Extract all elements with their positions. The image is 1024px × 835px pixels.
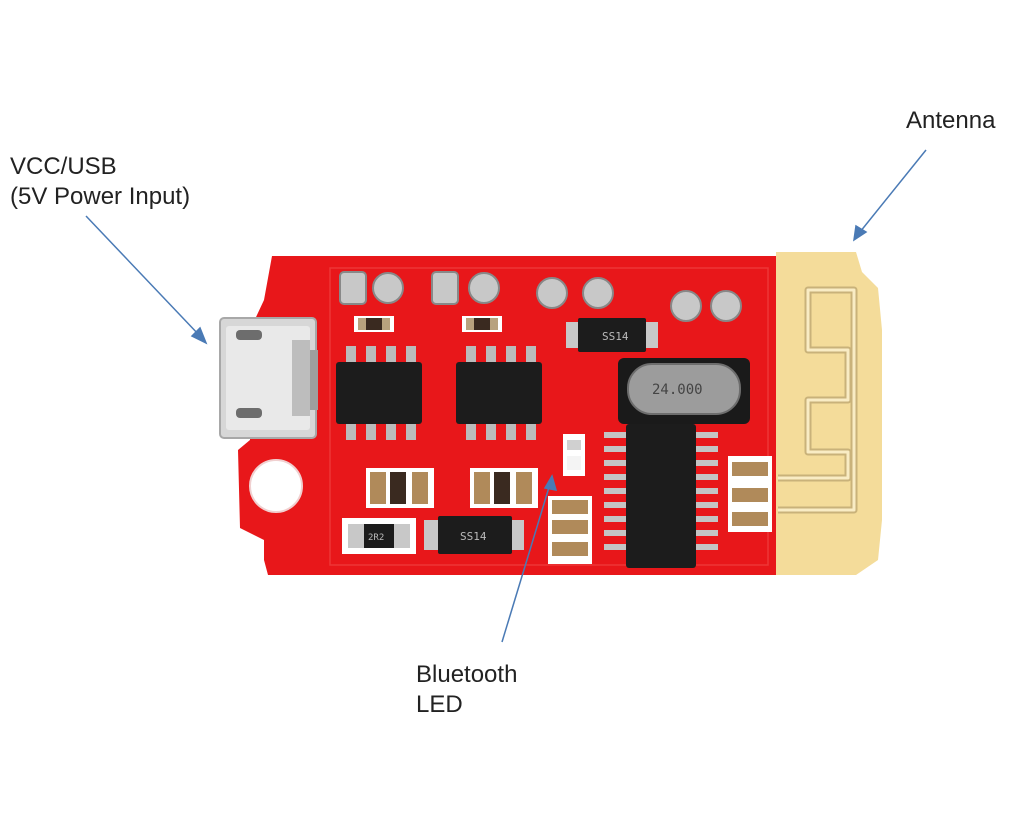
diode-bottom: SS14 — [424, 516, 524, 554]
bluetooth-led-label: Bluetooth LED — [416, 660, 517, 720]
resistor — [354, 316, 502, 332]
passive-components — [366, 456, 772, 564]
solder-pads — [339, 271, 742, 322]
amplifier-chip-1 — [336, 346, 422, 440]
vcc-label-line1: VCC/USB — [10, 153, 117, 180]
crystal-marking: 24.000 — [652, 382, 703, 398]
bluetooth-led — [563, 434, 585, 476]
annotation-arrows — [85, 149, 927, 643]
crystal-oscillator: 24.000 — [618, 358, 750, 424]
bluetooth-label-line1: Bluetooth — [416, 661, 518, 688]
bluetooth-ic — [604, 424, 718, 568]
amplifier-chip-2 — [456, 346, 542, 440]
mounting-hole — [249, 459, 303, 513]
diode-top: SS14 — [566, 318, 658, 352]
resistor-marking: 2R2 — [368, 533, 384, 543]
bluetooth-label-line2: LED — [416, 691, 463, 718]
antenna-area — [776, 252, 882, 575]
usb-connector — [219, 317, 318, 439]
diode-bottom-marking: SS14 — [460, 530, 487, 543]
diode-top-marking: SS14 — [602, 330, 629, 343]
vcc-label-line2: (5V Power Input) — [10, 183, 191, 210]
resistor-bottom: 2R2 — [342, 518, 416, 554]
vcc-usb-label: VCC/USB (5V Power Input) — [10, 152, 190, 212]
antenna-label: Antenna — [906, 107, 996, 134]
